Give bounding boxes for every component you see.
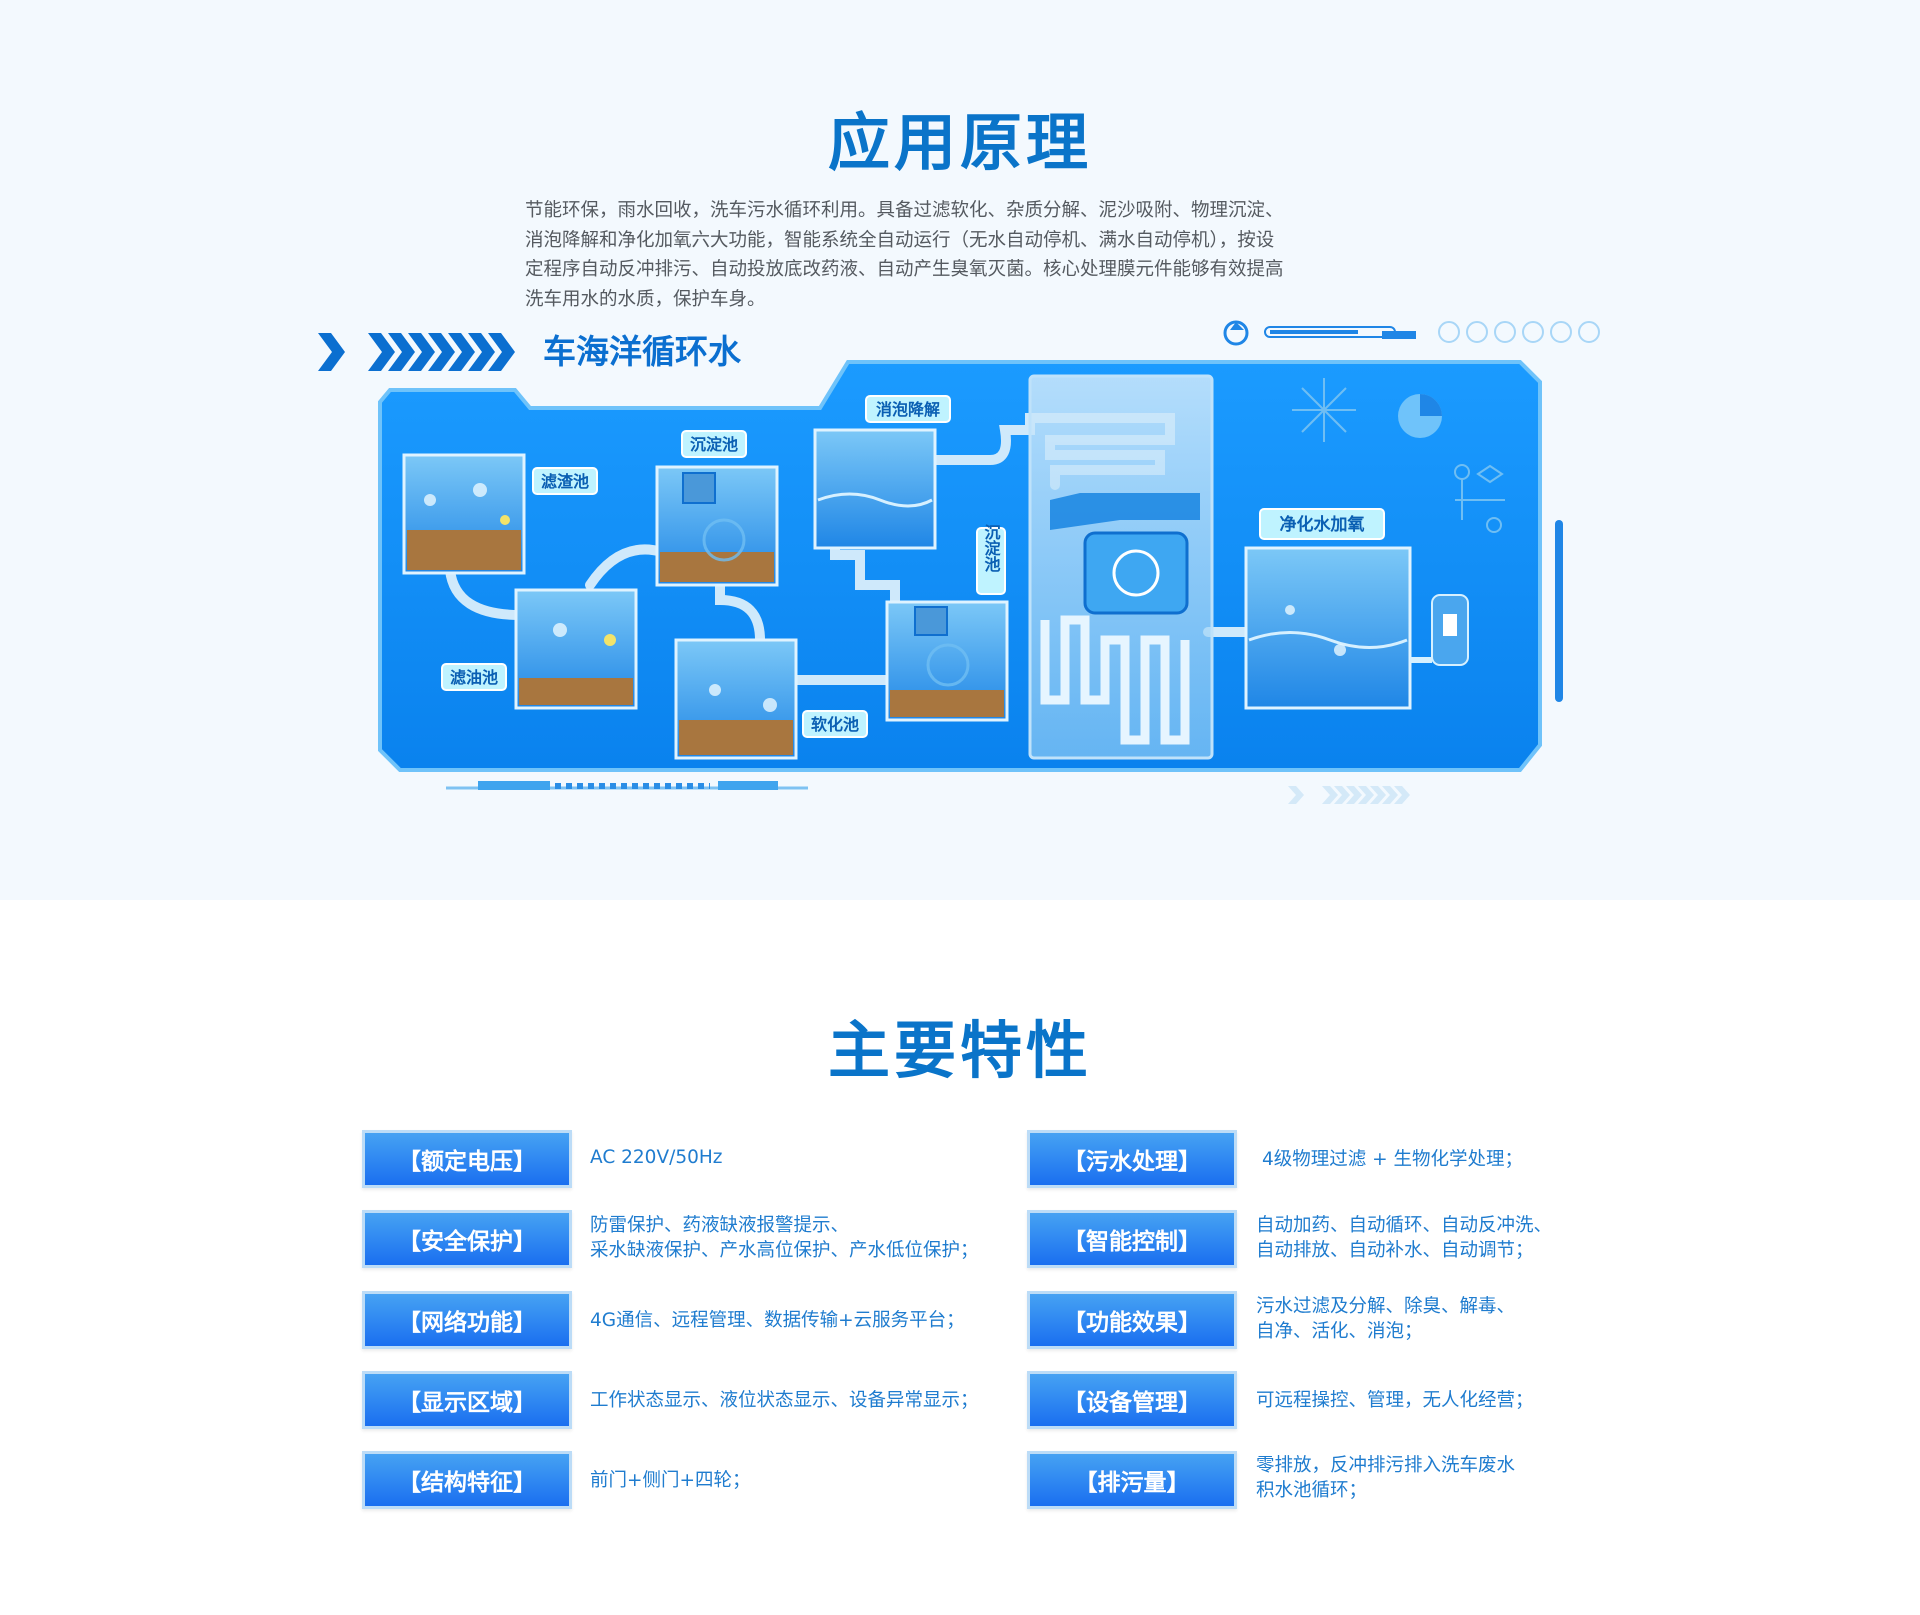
- feature-label: 【显示区域】: [362, 1371, 572, 1429]
- principle-title: 应用原理: [827, 106, 1092, 179]
- feature-label: 【排污量】: [1027, 1451, 1237, 1509]
- tank-label: 滤渣池: [532, 467, 598, 495]
- feature-value: AC 220V/50Hz: [590, 1145, 930, 1170]
- principle-section: 应用原理 节能环保，雨水回收，洗车污水循环利用。具备过滤软化、杂质分解、泥沙吸附…: [0, 0, 1920, 900]
- pie-icon: [1398, 394, 1442, 438]
- feature-value-line: 采水缺液保护、产水高位保护、产水低位保护；: [590, 1240, 979, 1261]
- feature-value-line: 4级物理过滤 + 生物化学处理；: [1262, 1149, 1524, 1170]
- feature-label: 【结构特征】: [362, 1451, 572, 1509]
- label-settling-2: 沉淀池: [982, 523, 1001, 573]
- tank-defoam: [813, 428, 937, 550]
- feature-value-line: 可远程操控、管理，无人化经营；: [1256, 1390, 1534, 1411]
- feature-value: 4级物理过滤 + 生物化学处理；: [1262, 1147, 1602, 1172]
- intro-line: 洗车用水的水质，保护车身。: [525, 288, 766, 310]
- feature-value-line: 污水过滤及分解、除臭、解毒、: [1256, 1296, 1516, 1317]
- pump-icon: [1410, 594, 1469, 666]
- tank-settling-2: [885, 600, 1009, 722]
- heading-chevrons: [318, 333, 515, 371]
- feature-value-line: 自净、活化、消泡；: [1256, 1321, 1423, 1342]
- tank-label: 净化水加氧: [1259, 508, 1385, 540]
- ruler-bar-icon: [1264, 326, 1416, 339]
- column-arrow: [1050, 493, 1200, 530]
- water-cycle-diagram: 车海洋循环水: [300, 315, 1620, 815]
- feature-label: 【智能控制】: [1027, 1210, 1237, 1268]
- column-pump: [1083, 531, 1189, 615]
- intro-line: 节能环保，雨水回收，洗车污水循环利用。具备过滤软化、杂质分解、泥沙吸附、物理沉淀…: [525, 200, 1284, 221]
- label-defoam: 消泡降解: [876, 400, 940, 419]
- feature-value: 污水过滤及分解、除臭、解毒、 自净、活化、消泡；: [1256, 1294, 1596, 1344]
- tank-label: 沉淀池: [976, 523, 1006, 595]
- intro-line: 消泡降解和净化加氧六大功能，智能系统全自动运行（无水自动停机、满水自动停机），按…: [525, 229, 1275, 251]
- features-title: 主要特性: [827, 1014, 1092, 1087]
- flowchart-icon: [1454, 464, 1505, 533]
- feature-value-line: 自动加药、自动循环、自动反冲洗、: [1256, 1215, 1553, 1236]
- label-purify-oxygen: 净化水加氧: [1280, 514, 1365, 535]
- tank-softening: [674, 638, 798, 760]
- pump-rotor-icon: [1112, 549, 1160, 597]
- label-settling-1: 沉淀池: [690, 435, 738, 454]
- feature-value-line: AC 220V/50Hz: [590, 1147, 723, 1168]
- tank-filter-oil: [514, 588, 638, 710]
- feature-label: 【设备管理】: [1027, 1371, 1237, 1429]
- feature-value-line: 前门+侧门+四轮；: [590, 1470, 751, 1491]
- diagram-canvas: 车海洋循环水: [318, 320, 1600, 804]
- coil-tubes: [1040, 615, 1190, 745]
- feature-value: 自动加药、自动循环、自动反冲洗、 自动排放、自动补水、自动调节；: [1256, 1213, 1596, 1263]
- label-filter-residue: 滤渣池: [541, 472, 589, 491]
- feature-value: 零排放，反冲排污排入洗车废水 积水池循环；: [1256, 1453, 1596, 1503]
- recycle-icon: [1223, 320, 1249, 346]
- feature-value: 前门+侧门+四轮；: [590, 1468, 930, 1493]
- feature-value-line: 自动排放、自动补水、自动调节；: [1256, 1240, 1534, 1261]
- compass-icon: [1292, 378, 1356, 442]
- tank-label: 软化池: [802, 710, 868, 738]
- principle-intro: 节能环保，雨水回收，洗车污水循环利用。具备过滤软化、杂质分解、泥沙吸附、物理沉淀…: [525, 196, 1387, 314]
- feature-value: 可远程操控、管理，无人化经营；: [1256, 1388, 1596, 1413]
- side-bracket: [1555, 520, 1563, 702]
- feature-value-line: 零排放，反冲排污排入洗车废水: [1256, 1455, 1516, 1476]
- feature-label: 【安全保护】: [362, 1210, 572, 1268]
- feature-value-line: 工作状态显示、液位状态显示、设备异常显示；: [590, 1390, 979, 1411]
- arrow-circle-icon: [1438, 321, 1600, 343]
- tank-label: 沉淀池: [681, 430, 747, 458]
- feature-value: 工作状态显示、液位状态显示、设备异常显示；: [590, 1388, 979, 1413]
- label-filter-oil: 滤油池: [450, 668, 498, 687]
- tank-label: 滤油池: [441, 663, 507, 691]
- decor-chevrons: [1288, 786, 1410, 804]
- feature-value: 防雷保护、药液缺液报警提示、 采水缺液保护、产水高位保护、产水低位保护；: [590, 1213, 979, 1263]
- feature-label: 【功能效果】: [1027, 1291, 1237, 1349]
- feature-value-line: 防雷保护、药液缺液报警提示、: [590, 1215, 850, 1236]
- bottom-connector: [446, 781, 808, 790]
- diagram-heading: 车海洋循环水: [543, 332, 742, 371]
- tank-purify-oxygen: [1244, 546, 1412, 710]
- intro-line: 定程序自动反冲排污、自动投放底改药液、自动产生臭氧灭菌。核心处理膜元件能够有效提…: [525, 259, 1284, 280]
- tank-label: 消泡降解: [865, 395, 951, 423]
- feature-value-line: 积水池循环；: [1256, 1480, 1368, 1501]
- tank-filter-residue: [402, 453, 526, 575]
- feature-label: 【额定电压】: [362, 1130, 572, 1188]
- feature-value-line: 4G通信、远程管理、数据传输+云服务平台；: [590, 1310, 965, 1331]
- feature-label: 【污水处理】: [1027, 1130, 1237, 1188]
- label-softening: 软化池: [811, 715, 859, 734]
- tank-settling-1: [655, 465, 779, 587]
- feature-value: 4G通信、远程管理、数据传输+云服务平台；: [590, 1308, 965, 1333]
- feature-label: 【网络功能】: [362, 1291, 572, 1349]
